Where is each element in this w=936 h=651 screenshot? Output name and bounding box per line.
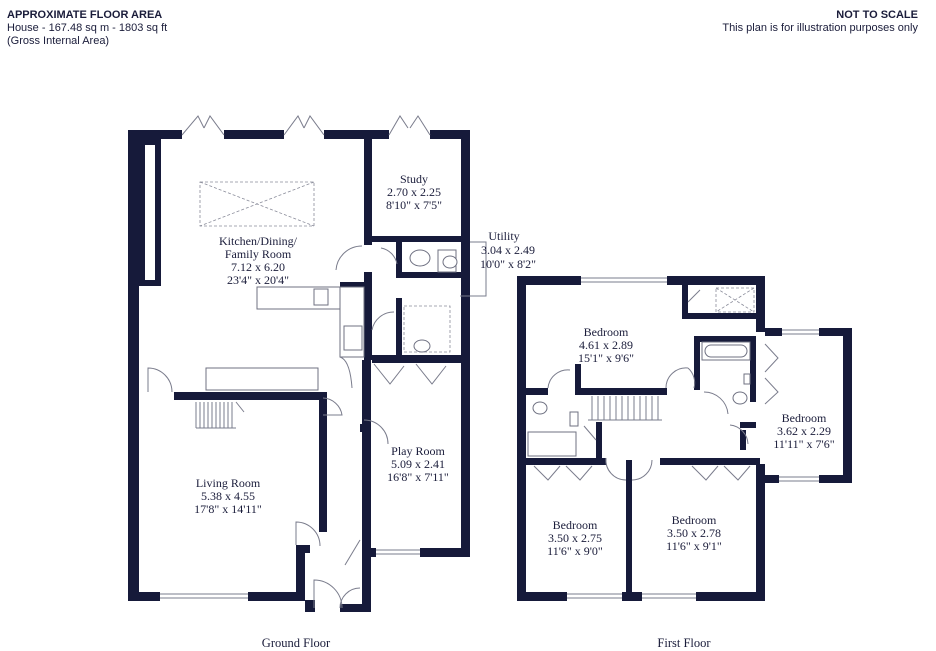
room-label-bedroom-4: Bedroom 3.50 x 2.78 11'6" x 9'1"	[666, 513, 722, 553]
ground-floor-label: Ground Floor	[262, 636, 331, 650]
area-house: House - 167.48 sq m - 1803 sq ft	[7, 22, 168, 34]
ground-floor-plan: Kitchen/Dining/ Family Room 7.12 x 6.20 …	[128, 115, 536, 650]
room-label-bedroom-2: Bedroom 3.62 x 2.29 11'11" x 7'6"	[773, 411, 834, 451]
study-name: Study	[400, 172, 428, 186]
bedroom-1-imperial: 15'1" x 9'6"	[578, 351, 634, 365]
bedroom-2-name: Bedroom	[782, 411, 827, 425]
ground-floor-details	[147, 115, 487, 609]
living-room-name: Living Room	[196, 476, 261, 490]
area-summary: APPROXIMATE FLOOR AREA House - 167.48 sq…	[7, 9, 167, 48]
first-floor-label: First Floor	[657, 636, 711, 650]
area-title: APPROXIMATE FLOOR AREA	[7, 9, 163, 21]
kitchen-name: Kitchen/Dining/	[219, 234, 298, 248]
utility-metric: 3.04 x 2.49	[481, 243, 535, 257]
study-metric: 2.70 x 2.25	[387, 185, 441, 199]
living-room-metric: 5.38 x 4.55	[201, 489, 255, 503]
utility-name: Utility	[488, 229, 519, 243]
play-room-name: Play Room	[391, 444, 445, 458]
bedroom-3-name: Bedroom	[553, 518, 598, 532]
kitchen-imperial: 23'4" x 20'4"	[227, 273, 289, 287]
bedroom-3-imperial: 11'6" x 9'0"	[547, 544, 603, 558]
kitchen-name-2: Family Room	[225, 247, 292, 261]
living-room-imperial: 17'8" x 14'11"	[194, 502, 262, 516]
bedroom-3-metric: 3.50 x 2.75	[548, 531, 602, 545]
room-label-play-room: Play Room 5.09 x 2.41 16'8" x 7'11"	[387, 444, 449, 484]
first-floor-plan: Bedroom 4.61 x 2.89 15'1" x 9'6" Bedroom…	[517, 276, 852, 650]
scale-title: NOT TO SCALE	[836, 9, 918, 21]
bedroom-4-metric: 3.50 x 2.78	[667, 526, 721, 540]
play-room-metric: 5.09 x 2.41	[391, 457, 445, 471]
room-label-bedroom-1: Bedroom 4.61 x 2.89 15'1" x 9'6"	[578, 325, 634, 365]
bedroom-2-imperial: 11'11" x 7'6"	[773, 437, 834, 451]
scale-notice: NOT TO SCALE This plan is for illustrati…	[722, 9, 918, 35]
room-label-utility: Utility 3.04 x 2.49 10'0" x 8'2"	[480, 229, 536, 271]
room-label-kitchen: Kitchen/Dining/ Family Room 7.12 x 6.20 …	[219, 234, 298, 287]
first-floor-walls	[517, 276, 852, 601]
room-label-living-room: Living Room 5.38 x 4.55 17'8" x 14'11"	[194, 476, 262, 516]
bedroom-4-name: Bedroom	[672, 513, 717, 527]
bedroom-1-metric: 4.61 x 2.89	[579, 338, 633, 352]
room-label-bedroom-3: Bedroom 3.50 x 2.75 11'6" x 9'0"	[547, 518, 603, 558]
area-gia: (Gross Internal Area)	[7, 35, 110, 47]
utility-imperial: 10'0" x 8'2"	[480, 257, 536, 271]
room-label-study: Study 2.70 x 2.25 8'10" x 7'5"	[386, 172, 442, 212]
scale-note: This plan is for illustration purposes o…	[722, 22, 918, 34]
kitchen-metric: 7.12 x 6.20	[231, 260, 285, 274]
first-floor-details	[527, 277, 819, 599]
play-room-imperial: 16'8" x 7'11"	[387, 470, 449, 484]
study-imperial: 8'10" x 7'5"	[386, 198, 442, 212]
bedroom-2-metric: 3.62 x 2.29	[777, 424, 831, 438]
ground-floor-walls	[128, 130, 470, 612]
bedroom-1-name: Bedroom	[584, 325, 629, 339]
bedroom-4-imperial: 11'6" x 9'1"	[666, 539, 722, 553]
